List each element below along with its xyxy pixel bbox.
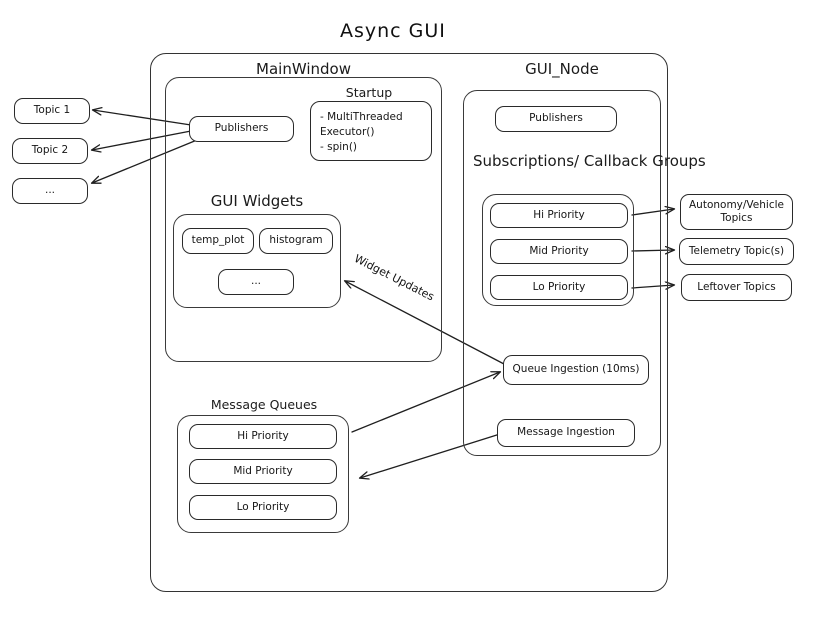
startup-label: Startup (345, 85, 393, 100)
queue-ingestion-box[interactable]: Queue Ingestion (10ms) (503, 355, 649, 385)
queue-lo-priority[interactable]: Lo Priority (189, 495, 337, 520)
callback-lo-priority[interactable]: Lo Priority (490, 275, 628, 300)
message-queues-label: Message Queues (210, 397, 318, 412)
widget-more[interactable]: ... (218, 269, 294, 295)
callback-mid-priority[interactable]: Mid Priority (490, 239, 628, 264)
queue-hi-priority[interactable]: Hi Priority (189, 424, 337, 449)
main-window-label: MainWindow (256, 60, 351, 78)
gui-node-container (463, 90, 661, 456)
gui-node-label: GUI_Node (525, 60, 599, 78)
widget-temp-plot[interactable]: temp_plot (182, 228, 254, 254)
gui-widgets-container (173, 214, 341, 308)
gui-node-publishers-box[interactable]: Publishers (495, 106, 617, 132)
queue-mid-priority[interactable]: Mid Priority (189, 459, 337, 484)
external-autonomy-vehicle-topics[interactable]: Autonomy/Vehicle Topics (680, 194, 793, 230)
main-window-container (165, 77, 442, 362)
widget-histogram[interactable]: histogram (259, 228, 333, 254)
message-queues-container (177, 415, 349, 533)
main-window-publishers-box[interactable]: Publishers (189, 116, 294, 142)
external-topic-1[interactable]: Topic 1 (14, 98, 90, 124)
startup-note: - MultiThreaded Executor() - spin() (310, 101, 432, 161)
subscriptions-label: Subscriptions/ Callback Groups (473, 152, 706, 170)
diagram-title: Async GUI (340, 20, 446, 42)
callback-hi-priority[interactable]: Hi Priority (490, 203, 628, 228)
external-telemetry-topics[interactable]: Telemetry Topic(s) (679, 238, 794, 265)
outer-container (150, 53, 668, 592)
message-ingestion-box[interactable]: Message Ingestion (497, 419, 635, 447)
external-topic-2[interactable]: Topic 2 (12, 138, 88, 164)
callback-groups-container (482, 194, 634, 306)
gui-widgets-label: GUI Widgets (210, 192, 304, 210)
external-topic-more[interactable]: ... (12, 178, 88, 204)
external-leftover-topics[interactable]: Leftover Topics (681, 274, 792, 301)
